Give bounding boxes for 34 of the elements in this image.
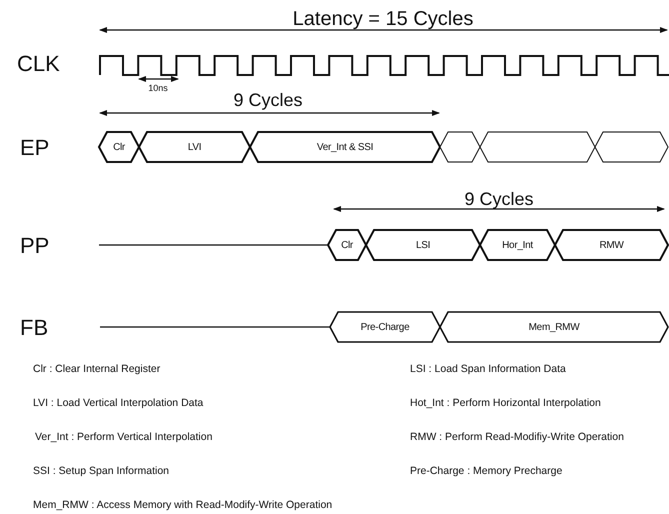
segment-label: Ver_Int & SSI bbox=[316, 142, 374, 152]
note-text: LVI : Load Vertical Interpolation Data bbox=[33, 398, 204, 408]
segment-label: LSI bbox=[416, 240, 430, 250]
segment-label: Clr bbox=[341, 240, 353, 250]
note-text: Ver_Int : Perform Vertical Interpolation bbox=[35, 432, 212, 442]
bus-segment bbox=[595, 132, 668, 162]
signal-name: EP bbox=[20, 137, 50, 159]
segment-label: RMW bbox=[599, 240, 624, 250]
segment-label: Mem_RMW bbox=[528, 322, 580, 332]
segment-label: Pre-Charge bbox=[360, 322, 410, 332]
segment-label: LVI bbox=[188, 142, 202, 152]
dimension-label: 9 Cycles bbox=[233, 91, 303, 109]
bus-segment bbox=[328, 230, 366, 260]
note-text: SSI : Setup Span Information bbox=[33, 466, 169, 476]
note-text: LSI : Load Span Information Data bbox=[410, 364, 566, 374]
bus-segment bbox=[99, 132, 139, 162]
note-text: RMW : Perform Read-Modifiy-Write Operation bbox=[410, 432, 624, 442]
signal-name: CLK bbox=[17, 53, 60, 75]
note-text: Hot_Int : Perform Horizontal Interpolation bbox=[410, 398, 601, 408]
bus-segment bbox=[330, 312, 440, 342]
signal-name: PP bbox=[20, 235, 50, 257]
dimension-label: 10ns bbox=[148, 84, 168, 93]
signal-name: FB bbox=[20, 317, 48, 339]
dimension-label: 9 Cycles bbox=[464, 190, 534, 208]
bus-segment bbox=[440, 132, 480, 162]
bus-segment bbox=[480, 230, 555, 260]
dimension-label: Latency = 15 Cycles bbox=[292, 9, 474, 29]
segment-label: Hor_Int bbox=[502, 240, 533, 250]
note-text: Mem_RMW : Access Memory with Read-Modify-Write Operation bbox=[33, 500, 332, 510]
bus-segment bbox=[555, 230, 668, 260]
segment-label: Clr bbox=[113, 142, 125, 152]
bus-segment bbox=[440, 312, 668, 342]
note-text: Pre-Charge : Memory Precharge bbox=[410, 466, 562, 476]
note-text: Clr : Clear Internal Register bbox=[33, 364, 160, 374]
